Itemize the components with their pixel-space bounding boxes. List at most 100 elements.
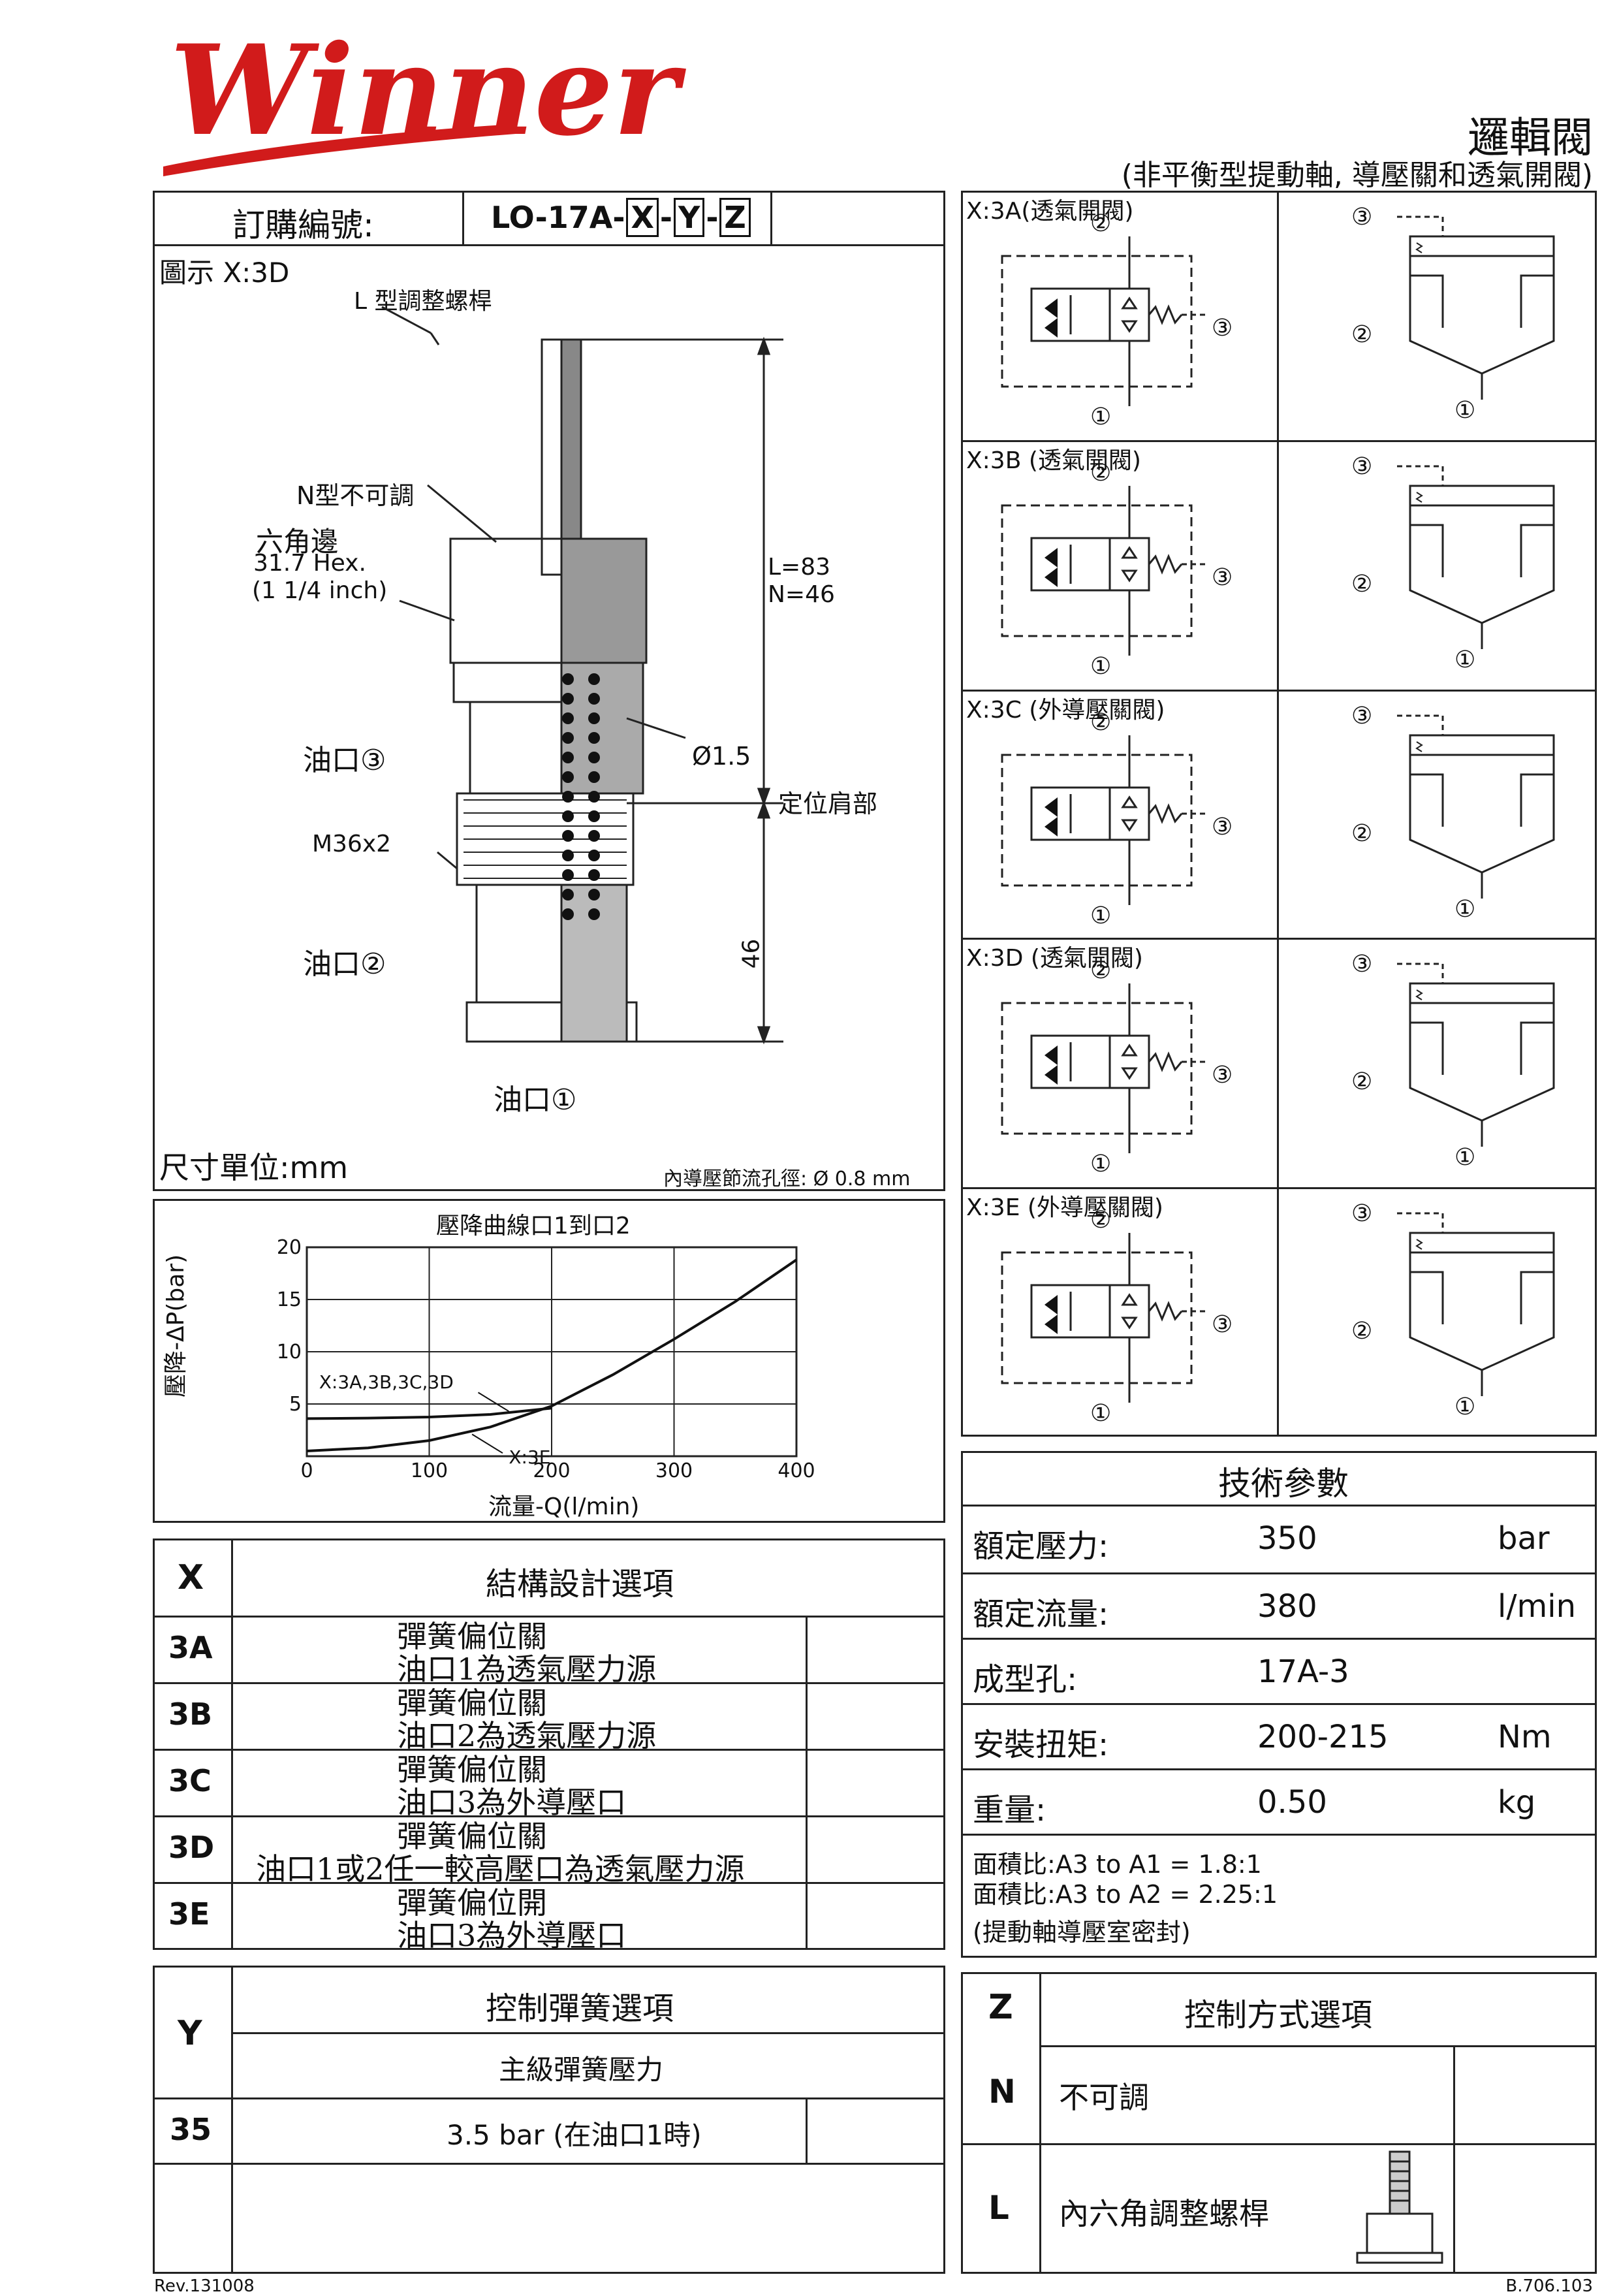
tech-row-label: 額定流量: xyxy=(973,1596,1109,1633)
x-row-line1: 彈簧偏位關 xyxy=(397,1752,547,1787)
chart-series-leader xyxy=(471,1433,503,1454)
symbol-port-2: ② xyxy=(1090,1207,1112,1234)
symbols-grid xyxy=(961,191,1597,1437)
symbol-title: X:3D (透氣開閥) xyxy=(966,945,1143,972)
valve-section-icon xyxy=(1397,714,1555,899)
z-row-value-n: 不可調 xyxy=(1059,2080,1149,2115)
x-row-code: 3C xyxy=(168,1763,212,1798)
x-row-line1: 彈簧偏位關 xyxy=(397,1619,547,1654)
order-code: LO-17A-X-Y-Z xyxy=(491,198,752,237)
valve-section-icon xyxy=(1397,963,1555,1147)
tech-row-value: 200-215 xyxy=(1257,1719,1389,1755)
symbol-port-1: ① xyxy=(1090,1151,1112,1177)
z-head-key: Z xyxy=(988,1988,1013,2027)
hydraulic-symbol-icon xyxy=(1001,236,1208,406)
chart-y-tick-label: 5 xyxy=(289,1393,302,1416)
tech-row-value: 350 xyxy=(1257,1520,1317,1557)
tech-row-value: 0.50 xyxy=(1257,1784,1327,1821)
drawing-panel xyxy=(153,191,945,1191)
valve-section-icon xyxy=(1397,465,1555,649)
hydraulic-symbol-icon xyxy=(1001,735,1208,905)
chart-xlabel: 流量-Q(l/min) xyxy=(488,1493,640,1520)
symbol-port-1: ① xyxy=(1090,653,1112,680)
x-head-title: 結構設計選項 xyxy=(486,1566,674,1602)
x-row-line1: 彈簧偏位關 xyxy=(397,1819,547,1854)
label-hex: 六角邊 xyxy=(256,526,339,558)
chart-y-tick-label: 15 xyxy=(277,1288,302,1311)
tech-note-2: 面積比:A3 to A2 = 2.25:1 xyxy=(973,1880,1278,1909)
symbol-port-2: ② xyxy=(1090,210,1112,237)
label-port1: 油口① xyxy=(494,1083,577,1117)
label-dim-n: N=46 xyxy=(768,581,835,608)
section-port-1: ① xyxy=(1454,646,1476,673)
label-n-type: N型不可調 xyxy=(296,481,415,510)
x-row-code: 3B xyxy=(168,1697,213,1732)
y-head-key: Y xyxy=(178,2014,202,2053)
chart-series-label: X:3E xyxy=(509,1446,550,1468)
brand-logo: Winner xyxy=(157,18,686,176)
z-row-value-l: 內六角調整螺桿 xyxy=(1059,2196,1269,2231)
chart-x-tick-label: 0 xyxy=(300,1459,313,1482)
section-port-2: ② xyxy=(1351,321,1373,348)
x-row-line2: 油口1為透氣壓力源 xyxy=(397,1651,657,1687)
cartridge-drawing xyxy=(381,306,862,1084)
section-port-3: ③ xyxy=(1351,951,1373,978)
symbol-port-3: ③ xyxy=(1212,564,1233,591)
x-row-line2: 油口1或2任一較高壓口為透氣壓力源 xyxy=(256,1851,745,1887)
symbol-port-3: ③ xyxy=(1212,814,1233,840)
section-port-2: ② xyxy=(1351,1318,1373,1345)
hydraulic-symbol-icon xyxy=(1001,486,1208,656)
drawing-caption: 圖示 X:3D xyxy=(159,257,290,289)
chart-x-tick-label: 100 xyxy=(411,1459,448,1482)
chart-x-tick-label: 200 xyxy=(533,1459,570,1482)
x-options-table xyxy=(153,1539,945,1950)
hydraulic-symbol-icon xyxy=(1001,983,1208,1153)
x-row-line1: 彈簧偏位開 xyxy=(397,1885,547,1921)
y-options-table xyxy=(153,1966,945,2274)
x-row-line2: 油口2為透氣壓力源 xyxy=(397,1718,657,1753)
symbol-port-1: ① xyxy=(1090,902,1112,929)
chart-series-leader xyxy=(477,1392,509,1412)
tech-row-label: 重量: xyxy=(973,1792,1046,1828)
z-options-table xyxy=(961,1972,1597,2274)
y-sub-title: 主級彈簧壓力 xyxy=(499,2054,664,2086)
label-shoulder: 定位肩部 xyxy=(778,789,878,818)
section-port-3: ③ xyxy=(1351,453,1373,480)
x-row-line2: 油口3為外導壓口 xyxy=(397,1785,627,1820)
page-title: 邏輯閥 xyxy=(1468,114,1593,163)
z-row-code-n: N xyxy=(988,2073,1016,2111)
label-orifice: Ø1.5 xyxy=(692,742,751,771)
x-row-code: 3D xyxy=(168,1830,215,1865)
symbol-port-2: ② xyxy=(1090,957,1112,984)
section-port-3: ③ xyxy=(1351,204,1373,231)
label-port2: 油口② xyxy=(303,948,386,981)
footer-code: B.706.103 xyxy=(1505,2276,1593,2296)
section-port-3: ③ xyxy=(1351,703,1373,729)
tech-row-label: 安裝扭矩: xyxy=(973,1727,1109,1763)
brand-logo-text: Winner xyxy=(170,18,686,163)
hydraulic-symbol-icon xyxy=(1001,1233,1208,1403)
chart-ylabel: 壓降-ΔP(bar) xyxy=(163,1254,189,1397)
tech-row-value: 17A-3 xyxy=(1257,1653,1349,1690)
section-port-3: ③ xyxy=(1351,1200,1373,1227)
tech-note-3: (提動軸導壓室密封) xyxy=(973,1918,1191,1947)
chart-series-line xyxy=(306,1407,552,1420)
x-row-code: 3A xyxy=(168,1630,213,1665)
tech-row-label: 額定壓力: xyxy=(973,1528,1109,1565)
order-label: 訂購編號: xyxy=(232,206,374,244)
chart-x-tick-label: 300 xyxy=(655,1459,693,1482)
section-port-2: ② xyxy=(1351,571,1373,598)
label-adjust-screw: L 型調整螺桿 xyxy=(354,288,492,315)
valve-section-icon xyxy=(1397,215,1555,400)
valve-section-icon xyxy=(1397,1212,1555,1396)
section-port-1: ① xyxy=(1454,896,1476,923)
symbol-port-3: ③ xyxy=(1212,1311,1233,1338)
chart-x-tick-label: 400 xyxy=(778,1459,815,1482)
label-dim-l: L=83 xyxy=(768,554,831,581)
chart-panel xyxy=(153,1199,945,1523)
adjust-screw-icon xyxy=(1354,2148,1445,2266)
symbol-port-3: ③ xyxy=(1212,315,1233,342)
tech-row-unit: Nm xyxy=(1498,1719,1552,1755)
label-thread: M36x2 xyxy=(312,831,392,857)
